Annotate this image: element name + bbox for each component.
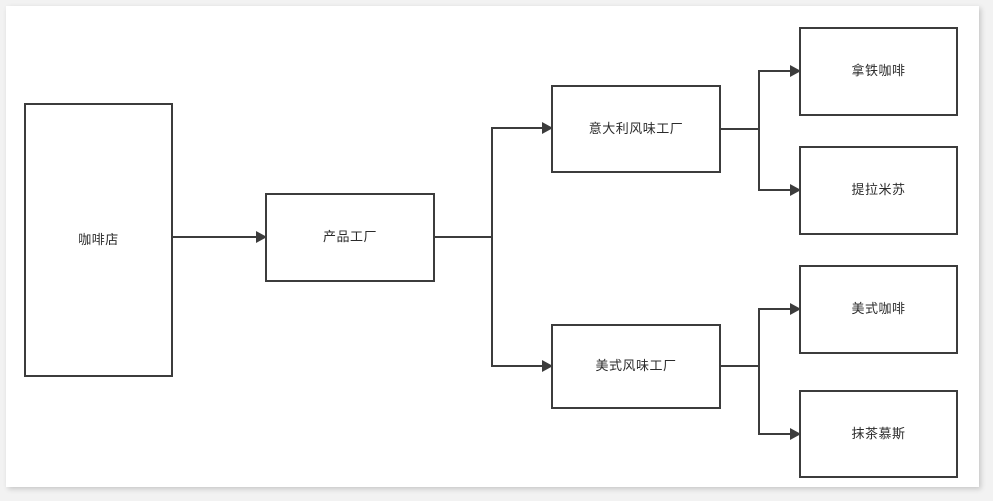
edge-italian-to-tiramisu [721, 128, 801, 196]
node-label-latte: 拿铁咖啡 [851, 63, 906, 79]
node-latte[interactable]: 拿铁咖啡 [799, 27, 958, 116]
edge-italian-to-latte [721, 65, 801, 130]
node-label-matcha-mousse: 抹茶慕斯 [851, 425, 906, 441]
node-matcha-mousse[interactable]: 抹茶慕斯 [799, 390, 958, 478]
node-label-italian-factory: 意大利风味工厂 [588, 120, 684, 136]
node-label-coffee-shop: 咖啡店 [78, 231, 119, 247]
node-label-product-factory: 产品工厂 [322, 229, 377, 245]
edge-product-to-italian [435, 122, 553, 238]
node-american-factory[interactable]: 美式风味工厂 [551, 324, 721, 409]
edge-product-to-american [435, 236, 553, 372]
edge-american-to-americano [721, 303, 801, 367]
node-product-factory[interactable]: 产品工厂 [265, 193, 435, 282]
node-coffee-shop[interactable]: 咖啡店 [24, 103, 173, 377]
edge-shop-to-product [173, 231, 267, 243]
node-italian-factory[interactable]: 意大利风味工厂 [551, 85, 721, 173]
node-tiramisu[interactable]: 提拉米苏 [799, 146, 958, 235]
edge-american-to-matcha [721, 365, 801, 440]
node-label-tiramisu: 提拉米苏 [851, 182, 906, 198]
node-americano[interactable]: 美式咖啡 [799, 265, 958, 354]
node-label-americano: 美式咖啡 [851, 301, 906, 317]
node-label-american-factory: 美式风味工厂 [595, 358, 677, 374]
